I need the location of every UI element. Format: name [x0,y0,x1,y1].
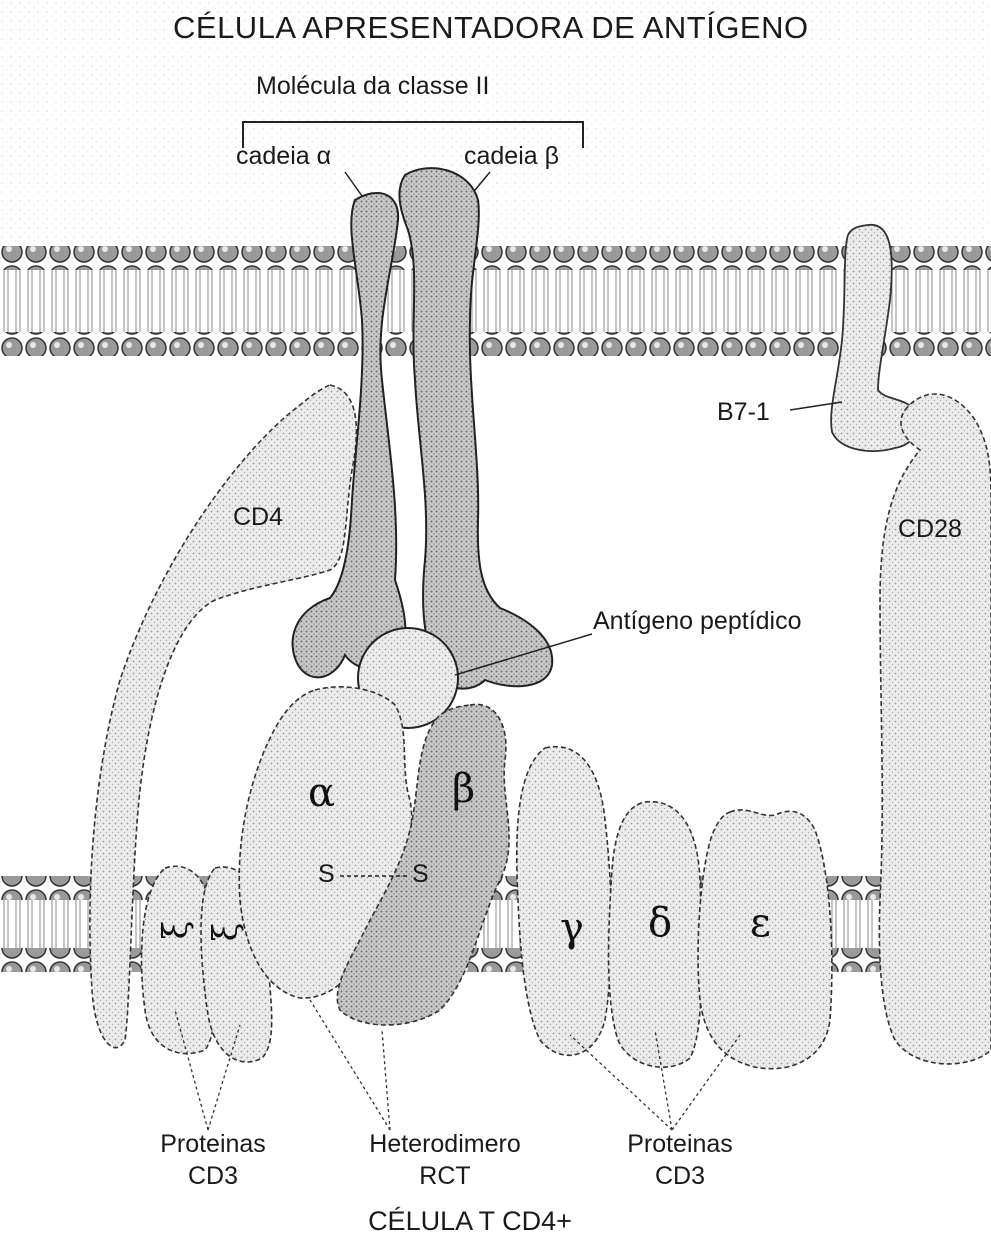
class-ii-label: Molécula da classe II [256,72,489,101]
beta-chain-label: cadeia β [464,142,559,171]
peptide-label: Antígeno peptídico [593,607,802,636]
tcr-beta-symbol: β [452,766,475,812]
cd3-gamma-chain [517,747,612,1056]
tcell-title: CÉLULA T CD4+ [340,1206,600,1237]
tcr-line1: Heterodimero [335,1130,555,1159]
b7-label: B7-1 [717,398,770,427]
cd3-left-line1: Proteinas [138,1130,288,1159]
sulfur-left-label: S [318,860,335,889]
sulfur-right-label: S [412,860,429,889]
cd3-left-line2: CD3 [138,1162,288,1191]
cd28-label: CD28 [898,515,962,544]
delta-symbol: δ [648,900,672,946]
apc-title: CÉLULA APRESENTADORA DE ANTÍGENO [173,10,809,46]
cd3-right-line2: CD3 [600,1162,760,1191]
tcr-alpha-symbol: α [308,770,335,816]
cd3-right-line1: Proteinas [600,1130,760,1159]
tcr-line2: RCT [335,1162,555,1191]
xi-symbol-right: ξ [205,923,245,942]
cd4-label: CD4 [233,503,283,532]
xi-symbol-left: ξ [155,921,195,940]
alpha-chain-label: cadeia α [236,142,331,171]
epsilon-symbol: ε [750,900,771,946]
cd28-molecule [879,394,991,1064]
gamma-symbol: γ [560,905,584,951]
